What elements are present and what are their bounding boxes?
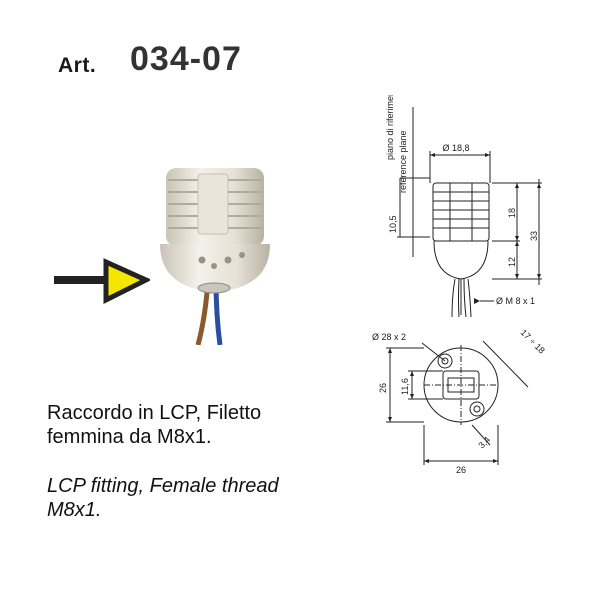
dim-ref-plane-en: reference plane — [398, 130, 408, 193]
product-photo — [160, 168, 270, 345]
dim-17-18: 17 ÷ 18 — [519, 327, 547, 355]
description-it-line1: Raccordo in LCP, Filetto — [47, 402, 262, 424]
yellow-arrow-icon — [54, 258, 150, 305]
technical-drawing: Ø 18,8 piano di riferimento reference pl… — [372, 95, 547, 475]
dim-33: 33 — [529, 231, 539, 241]
description-en-line2: M8x1. — [47, 499, 102, 521]
article-number: 034-07 — [130, 40, 242, 78]
dim-10-5: 10,5 — [388, 215, 398, 233]
description-english: LCP fitting, Female thread M8x1. — [47, 474, 337, 522]
dim-26-horizontal: 26 — [456, 465, 466, 475]
dim-3-4: 3,4 — [476, 434, 492, 450]
dim-11-6: 11,6 — [400, 378, 410, 395]
description-en-line1: LCP fitting, Female thread — [47, 475, 279, 497]
dim-thread: Ø M 8 x 1 — [496, 296, 535, 306]
art-label: Art. — [58, 54, 97, 77]
dim-12: 12 — [507, 257, 517, 267]
dim-18: 18 — [507, 208, 517, 218]
description-italian: Raccordo in LCP, Filetto femmina da M8x1… — [47, 401, 337, 449]
dim-26-vertical: 26 — [378, 383, 388, 393]
dim-dia-holes: Ø 28 x 2 — [372, 332, 406, 342]
description-it-line2: femmina da M8x1. — [47, 426, 212, 448]
dim-dia-top: Ø 18,8 — [442, 143, 469, 153]
dim-ref-plane-it: piano di riferimento — [385, 95, 395, 160]
